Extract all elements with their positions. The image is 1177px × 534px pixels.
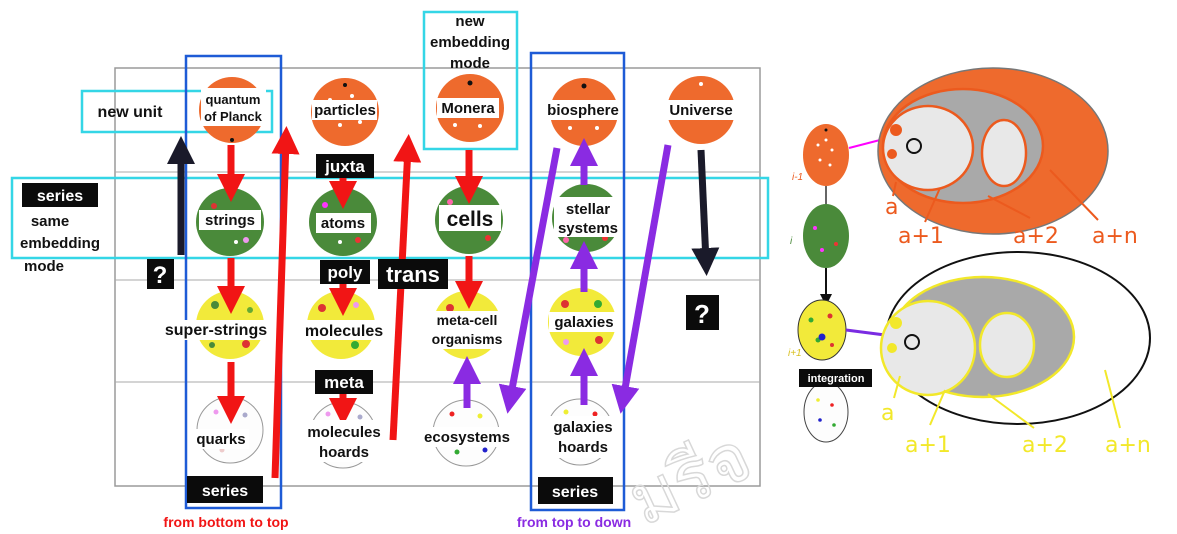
label-bg — [428, 311, 506, 349]
label-bg — [665, 100, 737, 120]
black-down-arrow — [691, 149, 720, 276]
poly-badge — [320, 260, 370, 284]
question-badge-right — [686, 295, 719, 330]
label-bg — [554, 197, 621, 237]
header-new: new — [455, 13, 485, 30]
label-quarks: quarks — [196, 431, 245, 448]
label-bg — [193, 429, 249, 449]
label-ecosystems: ecosystems — [424, 429, 510, 446]
level-i-plus-1-circle — [797, 299, 847, 361]
label-bg — [545, 100, 621, 120]
meta-label: meta — [324, 373, 364, 392]
label-organisms: organisms — [432, 331, 503, 347]
label-monera: Monera — [441, 100, 495, 117]
connector-purple — [845, 328, 886, 337]
top-nested-ellipses — [877, 67, 1109, 235]
poly-label: poly — [328, 263, 363, 282]
label-galaxies: galaxies — [554, 314, 613, 331]
label-bg — [159, 320, 273, 340]
label-molecules-hoards-1: molecules — [307, 424, 380, 441]
label-cells: cells — [447, 208, 494, 231]
label-bg — [546, 416, 620, 458]
label-systems: systems — [558, 220, 618, 237]
level-label-i: i — [790, 236, 793, 247]
trans-badge — [378, 259, 448, 289]
juxta-label: juxta — [324, 157, 365, 176]
label-bg — [299, 320, 389, 340]
series-badge-bottom-left — [187, 476, 263, 503]
level-bottom-circle — [803, 381, 849, 443]
label-bg — [439, 205, 501, 231]
watermark: มรีจ — [617, 417, 763, 534]
same-embedding-series-box — [10, 176, 770, 260]
top-label-a: a — [885, 195, 898, 220]
label-super-strings: super-strings — [165, 322, 267, 339]
level-i-circle — [803, 204, 849, 268]
juxta-badge — [316, 154, 374, 178]
label-galaxies-hoards-1: galaxies — [553, 419, 612, 436]
bottom-label-a-plus-2: a+2 — [1022, 433, 1068, 458]
new-unit-box — [80, 89, 274, 134]
top-label-a-plus-1: a+1 — [898, 224, 944, 249]
right-diagram: integration i-1 i i+1 a a+1 a+2 a+n — [788, 67, 1151, 458]
label-bg — [201, 88, 266, 126]
mode-label: mode — [24, 258, 64, 275]
label-particles: particles — [314, 102, 376, 119]
label-bg — [199, 210, 261, 230]
question-right: ? — [694, 299, 710, 329]
header-embedding: embedding — [430, 34, 510, 51]
caption-top-to-down: from top to down — [517, 514, 631, 530]
header-mode: mode — [450, 55, 490, 72]
connector-magenta — [848, 139, 881, 149]
bottom-nested-ellipses — [879, 251, 1151, 429]
bottom-label-a-plus-1: a+1 — [905, 433, 951, 458]
series-badge-left-label: series — [37, 188, 83, 205]
left-diagram: quantum of Planck particles Monera biosp… — [10, 10, 770, 534]
meta-badge — [315, 370, 373, 394]
label-biosphere: biosphere — [547, 102, 619, 119]
label-molecules-hoards-2: hoards — [319, 444, 369, 461]
level-label-i-minus-1: i-1 — [792, 172, 803, 183]
label-bg — [316, 213, 371, 233]
label-stellar: stellar — [566, 201, 610, 218]
purple-arrows — [453, 138, 672, 414]
label-of-planck: of Planck — [204, 109, 263, 124]
embedding-label: embedding — [20, 235, 100, 252]
label-bg — [549, 312, 619, 332]
new-unit-label: new unit — [98, 104, 164, 121]
integration-label: integration — [808, 373, 865, 385]
level-label-i-plus-1: i+1 — [788, 348, 802, 359]
label-universe: Universe — [669, 102, 732, 119]
caption-bottom-to-top: from bottom to top — [163, 514, 288, 530]
top-label-a-plus-n: a+n — [1092, 224, 1138, 249]
label-atoms: atoms — [321, 215, 365, 232]
label-bg — [437, 98, 499, 118]
trans-label: trans — [386, 262, 440, 287]
label-bg — [312, 100, 377, 120]
integration-badge — [799, 369, 872, 387]
series-bottom-left-label: series — [202, 483, 248, 500]
top-label-a-plus-2: a+2 — [1013, 224, 1059, 249]
label-quantum: quantum — [206, 92, 261, 107]
question-left: ? — [153, 262, 168, 289]
red-up-arrow-2 — [389, 134, 422, 441]
label-bg — [418, 427, 516, 447]
label-galaxies-hoards-2: hoards — [558, 439, 608, 456]
label-meta-cell: meta-cell — [437, 312, 498, 328]
table-frame — [114, 67, 761, 487]
question-badge-left — [147, 259, 174, 289]
series-badge-bottom-right — [538, 477, 613, 504]
series-badge-left — [22, 183, 98, 207]
new-embedding-mode-box — [422, 10, 519, 151]
label-bg — [305, 420, 384, 462]
label-molecules: molecules — [305, 323, 383, 340]
red-up-arrow-1 — [271, 126, 300, 479]
level-i-minus-1-circle — [803, 124, 849, 186]
bottom-label-a-plus-n: a+n — [1105, 433, 1151, 458]
series-bottom-right-label: series — [552, 484, 598, 501]
label-strings: strings — [205, 212, 255, 229]
same-label: same — [31, 213, 69, 230]
bottom-label-a: a — [881, 401, 894, 426]
